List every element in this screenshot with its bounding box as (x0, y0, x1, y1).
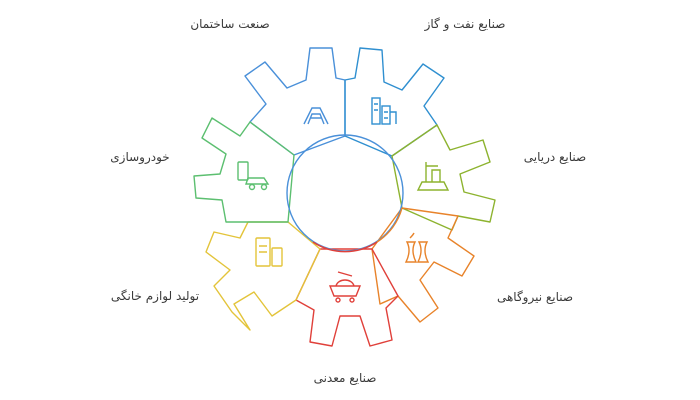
cooling-tower-icon (404, 232, 430, 263)
gear-hub-lower (312, 241, 378, 253)
gear-segment-power (371, 207, 475, 323)
gear-segment-oil-gas (344, 47, 445, 157)
gear-segment-construction (244, 47, 346, 156)
label-construction: صنعت ساختمان (190, 17, 269, 31)
label-power: صنایع نیروگاهی (497, 290, 573, 305)
label-automotive: خودروسازی (110, 150, 169, 165)
gear-hub-right (376, 207, 403, 243)
label-mining: صنایع معدنی (314, 371, 377, 385)
gear-segment-appliances (205, 221, 321, 331)
vehicle-icon (237, 161, 270, 191)
gear-segment-automotive (193, 117, 295, 223)
gear-hub (286, 134, 404, 252)
label-appliances: تولید لوازم خانگی (111, 289, 199, 304)
label-marine: صنایع دریایی (524, 150, 586, 165)
gear-segments (193, 47, 496, 347)
label-oil-gas: صنایع نفت و گاز (424, 17, 506, 32)
appliance-icon (255, 237, 283, 267)
refinery-icon (371, 97, 397, 125)
mining-cart-icon (328, 271, 362, 303)
gear-segment-mining (295, 248, 399, 347)
ship-icon (416, 162, 450, 191)
tower-icon (303, 107, 329, 125)
